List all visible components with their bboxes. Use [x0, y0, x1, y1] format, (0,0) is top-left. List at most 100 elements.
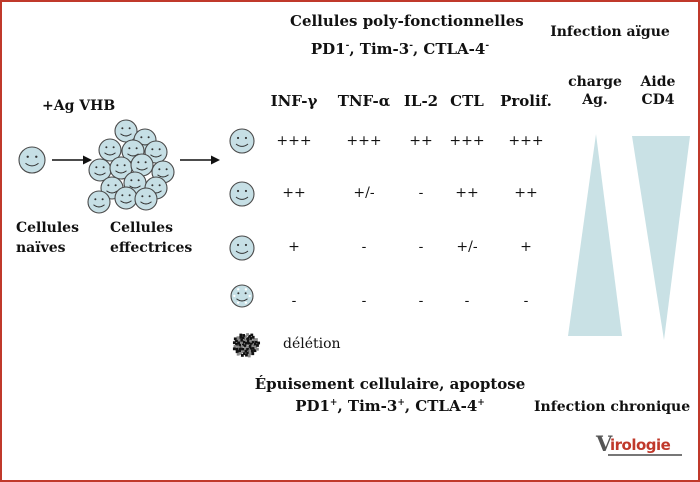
cell-eye	[121, 127, 124, 130]
cell-body	[230, 284, 254, 308]
cell-mouth	[115, 170, 127, 174]
footer-marker-tim3-sup: +	[397, 398, 405, 408]
deletion-speck	[251, 344, 255, 348]
antigen-load-label-line2: Ag.	[582, 92, 608, 108]
deletion-speck	[240, 345, 244, 349]
deletion-speck	[239, 336, 243, 339]
cell-body	[134, 187, 158, 211]
cell-eye	[130, 179, 133, 182]
cell-mouth	[150, 154, 162, 158]
cell-r2-c2: -	[418, 239, 424, 255]
deletion-speck	[238, 349, 242, 353]
header-title: Cellules poly-fonctionnelles	[290, 12, 524, 30]
deletion-speck	[252, 347, 255, 350]
cell-speck	[244, 288, 248, 291]
cell-eye	[144, 161, 147, 164]
deletion-speck	[246, 339, 250, 343]
cell-eye	[105, 146, 108, 149]
cell-body	[114, 186, 138, 210]
deletion-speck	[249, 347, 253, 350]
deletion-speck	[255, 338, 258, 341]
deletion-speck	[257, 341, 261, 345]
cell-eye	[112, 146, 115, 149]
cell-row-0-icon	[229, 128, 255, 154]
cell-eye	[137, 161, 140, 164]
cell-row-1-icon	[229, 181, 255, 207]
cell-eye	[236, 189, 240, 193]
cell-r1-c3: ++	[455, 185, 479, 201]
cell-r2-c4: +	[520, 239, 532, 255]
cell-eye	[121, 194, 124, 197]
deletion-speck	[246, 345, 250, 349]
arrow-to-profiles	[180, 155, 220, 165]
cell-eye	[101, 198, 104, 201]
cell-eye	[147, 136, 150, 139]
cell-eye	[102, 166, 105, 169]
cell-body	[229, 235, 255, 261]
cell-eye	[237, 292, 240, 295]
deletion-speck	[246, 348, 249, 351]
cell-speck	[244, 301, 248, 304]
cell-mouth	[93, 204, 105, 208]
deletion-speck	[248, 349, 252, 353]
deletion-speck	[239, 333, 243, 337]
deletion-speck	[247, 341, 251, 345]
cell-mouth	[129, 185, 141, 189]
cell-r0-c0: +++	[276, 133, 312, 149]
cell-speck	[248, 294, 251, 298]
cell-mouth	[136, 167, 148, 171]
arrow-head	[83, 155, 92, 165]
cell-speck	[237, 288, 240, 291]
cell-mouth	[94, 172, 106, 176]
cell-eye	[244, 189, 248, 193]
effector-label-line2: effectrices	[110, 240, 193, 256]
cell-eye	[35, 155, 38, 158]
cell-mouth	[25, 162, 39, 167]
cell-mouth	[140, 201, 152, 205]
cell-eye	[95, 166, 98, 169]
deletion-speck	[252, 338, 256, 342]
deletion-speck	[233, 344, 237, 348]
chronic-infection-label: Infection chronique	[534, 399, 691, 415]
deletion-speck	[240, 354, 244, 357]
cell-r3-c4: -	[523, 293, 529, 309]
effector-cell-icon	[114, 186, 138, 210]
deletion-speck	[236, 336, 240, 340]
footer-marker-ctla4-sup: +	[477, 398, 485, 408]
marker-ctla4-sup: -	[485, 41, 490, 51]
deletion-speck	[232, 341, 236, 345]
deletion-speck	[242, 340, 246, 344]
cell-eye	[244, 136, 248, 140]
cell-eye	[151, 148, 154, 151]
cell-body	[229, 181, 255, 207]
deletion-speck	[242, 352, 246, 356]
deletion-speck	[243, 346, 247, 350]
cell-speck	[233, 294, 236, 298]
deletion-speck	[242, 334, 246, 337]
antigen-label: +Ag VHB	[42, 98, 116, 114]
deletion-speck	[241, 350, 245, 354]
cell-r3-c1: -	[361, 293, 367, 309]
deletion-speck	[233, 337, 237, 341]
deletion-speck	[241, 336, 245, 340]
effector-cell-icon	[130, 153, 154, 177]
logo-underline	[608, 454, 682, 456]
logo-v-mark: V	[596, 431, 613, 456]
deletion-speck	[241, 343, 245, 346]
deletion-speck	[249, 339, 253, 343]
cell-eye	[158, 184, 161, 187]
effector-cell-icon	[98, 138, 122, 162]
cell-eye	[137, 179, 140, 182]
deletion-speck	[238, 347, 242, 351]
deletion-speck	[256, 344, 259, 347]
deletion-speck	[244, 349, 248, 353]
marker-ctla4: , CTLA-4	[412, 40, 486, 58]
deletion-speck	[235, 347, 239, 351]
cell-eye	[107, 184, 110, 187]
col-header-tnf-alpha: TNF-α	[337, 92, 391, 110]
cell-eye	[26, 155, 29, 158]
cell-mouth	[120, 200, 132, 204]
marker-tim3: , Tim-3	[349, 40, 410, 58]
cell-eye	[158, 168, 161, 171]
deletion-speck	[254, 345, 258, 349]
